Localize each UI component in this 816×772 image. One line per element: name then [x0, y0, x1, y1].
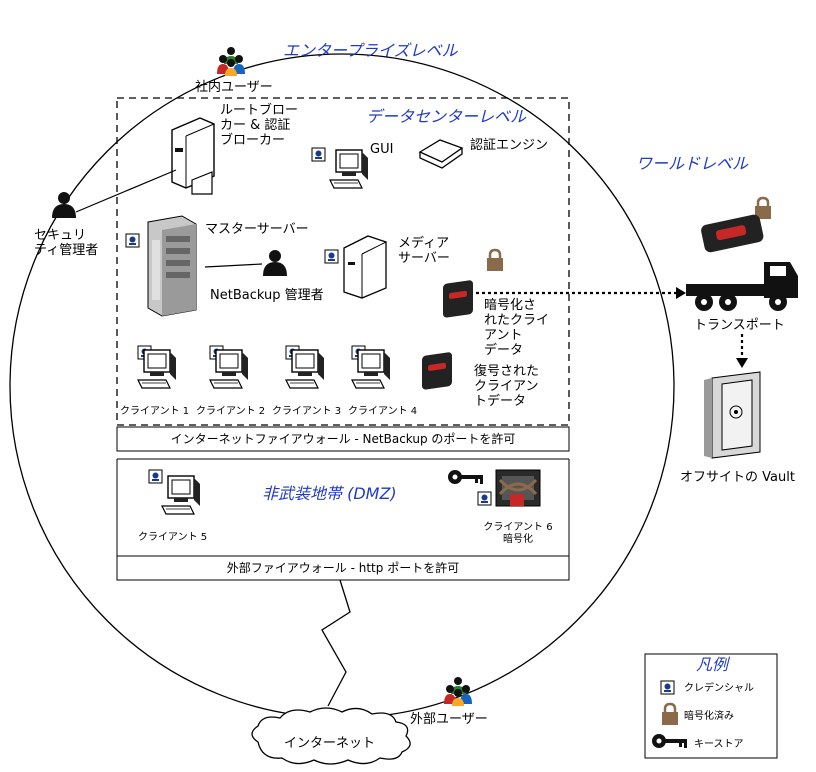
encrypted-tape-icon — [443, 279, 473, 318]
transport-label: トランスポート — [694, 318, 785, 333]
client3-label: クライアント 3 — [272, 406, 342, 417]
legend-keystore-label: キーストア — [694, 739, 744, 750]
media-lock-icon — [485, 248, 505, 273]
legend-credential-label: クレデンシャル — [684, 683, 754, 694]
datacenter-boundary — [116, 97, 570, 426]
netbackup-admin-label: NetBackup 管理者 — [210, 288, 324, 303]
master-server-label: マスターサーバー — [205, 222, 309, 237]
client1-pc-icon — [137, 349, 177, 389]
world-level-label: ワールドレベル — [636, 154, 749, 173]
internet-cloud — [251, 707, 411, 765]
internet-firewall-box — [116, 426, 570, 452]
client5-credential-icon — [148, 469, 163, 484]
internet-link — [321, 579, 351, 707]
security-admin-icon — [52, 192, 76, 218]
decrypted-client-data-label: 復号された クライアン トデータ — [474, 364, 540, 409]
legend-title: 凡例 — [696, 655, 729, 674]
client5-pc-icon — [161, 475, 201, 515]
root-broker-label: ルートブロー カー & 認証 ブローカー — [220, 103, 299, 148]
client6-credential-icon — [477, 491, 492, 506]
client6-label: クライアント 6 暗号化 — [483, 522, 553, 545]
security-admin-link — [75, 169, 177, 213]
client3-pc-icon — [285, 349, 325, 389]
legend-encrypted-label: 暗号化済み — [684, 711, 734, 722]
external-users-label: 外部ユーザー — [410, 712, 488, 727]
media-server-label: メディア サーバー — [398, 236, 450, 266]
admin-master-link — [204, 263, 263, 268]
encrypted-client-data-label: 暗号化さ れたクライ アント データ — [484, 298, 550, 358]
media-server-icon — [343, 235, 387, 299]
external-firewall-label: 外部ファイアウォール - http ポートを許可 — [226, 561, 460, 575]
external-firewall-box — [116, 555, 570, 581]
vault-icon — [704, 371, 761, 459]
gui-credential-icon — [311, 147, 326, 162]
internal-users-icon — [217, 47, 245, 76]
client4-pc-icon — [351, 349, 391, 389]
gui-label: GUI — [370, 142, 394, 157]
external-users-icon — [444, 677, 472, 706]
media-credential-icon — [324, 249, 339, 264]
internet-label: インターネット — [284, 736, 376, 751]
truck-icon — [686, 214, 798, 311]
decrypted-tape-icon — [422, 351, 452, 390]
master-server-icon — [147, 215, 197, 317]
client5-label: クライアント 5 — [138, 532, 208, 543]
enterprise-level-label: エンタープライズレベル — [283, 41, 458, 60]
internet-firewall-label: インターネットファイアウォール - NetBackup のポートを許可 — [170, 432, 516, 446]
datacenter-level-label: データセンターレベル — [366, 107, 527, 126]
offsite-vault-label: オフサイトの Vault — [680, 470, 795, 485]
auth-engine-label: 認証エンジン — [470, 138, 549, 153]
netbackup-admin-icon — [263, 250, 287, 276]
security-admin-label: セキュリ ティ管理者 — [34, 228, 99, 258]
dmz-label: 非武装地帯 (DMZ) — [262, 484, 397, 503]
internal-users-label: 社内ユーザー — [195, 80, 273, 95]
client2-label: クライアント 2 — [196, 406, 266, 417]
client2-pc-icon — [209, 349, 249, 389]
client6-locked-pc-icon — [495, 469, 541, 507]
master-credential-icon — [125, 233, 140, 248]
client6-key-icon — [448, 470, 483, 484]
legend-credential-icon — [660, 680, 675, 695]
root-broker-server-icon — [171, 117, 215, 195]
client4-label: クライアント 4 — [348, 406, 418, 417]
client1-label: クライアント 1 — [120, 406, 190, 417]
gui-pc-icon — [329, 149, 369, 189]
